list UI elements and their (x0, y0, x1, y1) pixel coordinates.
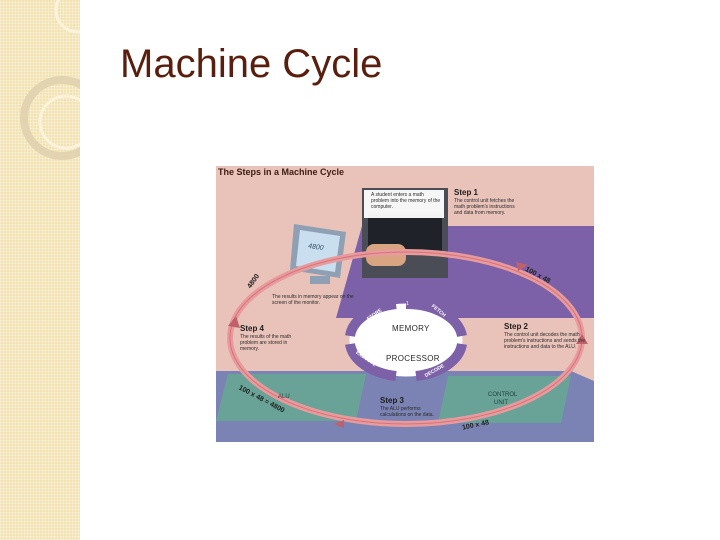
step-2-text: The control unit decodes the math proble… (504, 332, 586, 350)
memory-label: MEMORY (392, 324, 430, 333)
step-1-text: The control unit fetches the math proble… (454, 198, 524, 216)
step-2-heading: Step 2 (504, 322, 528, 331)
figure-title: The Steps in a Machine Cycle (218, 167, 344, 177)
stage-number: 3 (406, 372, 409, 378)
stage-number: 2 (459, 338, 462, 344)
monitor-icon (290, 224, 346, 284)
decorative-side-band (0, 0, 80, 540)
decorative-rings (0, 0, 80, 540)
alu-box (216, 374, 366, 421)
step-4-heading: Step 4 (240, 324, 264, 333)
step-4-text: The results of the math problem are stor… (240, 334, 304, 352)
student-caption: A student enters a math problem into the… (371, 192, 441, 210)
machine-cycle-figure: The Steps in a Machine Cycle A student e… (216, 166, 594, 442)
slide-title: Machine Cycle (120, 42, 382, 87)
processor-label: PROCESSOR (386, 354, 440, 363)
monitor-caption: The results in memory appear on the scre… (272, 294, 354, 306)
control-unit-label-line1: CONTROL (488, 392, 517, 398)
stage-number: 4 (354, 338, 357, 344)
step-1-heading: Step 1 (454, 188, 478, 197)
step-3-heading: Step 3 (380, 396, 404, 405)
stage-number: 1 (406, 301, 409, 307)
alu-label: ALU (278, 394, 290, 400)
decorative-ring-top (56, 0, 80, 32)
control-unit-label-line2: UNIT (494, 400, 508, 406)
decorative-ring-inner (40, 96, 80, 148)
step-3-text: The ALU performs calculations on the dat… (380, 406, 438, 418)
